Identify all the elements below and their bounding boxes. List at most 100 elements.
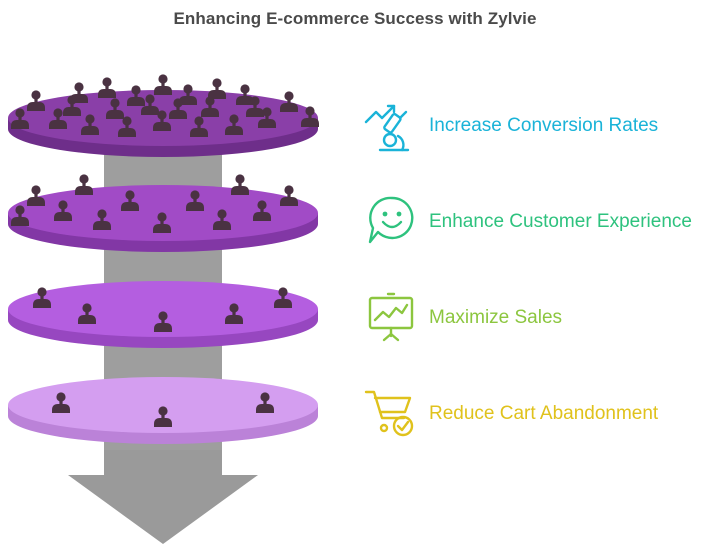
person-body: [49, 120, 67, 129]
person-head: [31, 90, 41, 100]
person-neck: [308, 115, 312, 119]
legend-item-sales: Maximize Sales: [362, 288, 707, 348]
person-icon: [52, 392, 70, 413]
person-head: [217, 209, 227, 219]
person-neck: [128, 199, 132, 203]
person-body: [236, 96, 254, 105]
person-head: [305, 106, 315, 116]
person-head: [212, 78, 222, 88]
person-body: [153, 122, 171, 131]
legend-item-conversion: Increase Conversion Rates: [362, 96, 707, 156]
person-body: [154, 86, 172, 95]
person-head: [284, 91, 294, 101]
person-head: [82, 303, 92, 313]
person-head: [250, 96, 260, 106]
person-icon: [236, 84, 254, 105]
person-icon: [253, 200, 271, 221]
person-neck: [208, 105, 212, 109]
person-neck: [34, 194, 38, 198]
person-icon: [179, 84, 197, 105]
person-neck: [232, 312, 236, 316]
person-neck: [40, 296, 44, 300]
person-body: [63, 107, 81, 116]
person-icon: [78, 303, 96, 324]
person-body: [81, 126, 99, 135]
person-body: [154, 323, 172, 332]
cart-check-icon: [364, 390, 414, 437]
person-body: [280, 103, 298, 112]
person-icon: [63, 95, 81, 116]
person-body: [225, 315, 243, 324]
person-body: [121, 202, 139, 211]
person-icon: [213, 209, 231, 230]
person-head: [278, 287, 288, 297]
person-icon: [258, 107, 276, 128]
person-body: [256, 404, 274, 413]
person-neck: [113, 107, 117, 111]
person-icon: [190, 116, 208, 137]
person-icon: [33, 287, 51, 308]
person-body: [27, 102, 45, 111]
person-icon: [154, 311, 172, 332]
person-head: [240, 84, 250, 94]
person-head: [15, 108, 25, 118]
person-neck: [18, 214, 22, 218]
person-neck: [161, 320, 165, 324]
person-head: [229, 303, 239, 313]
person-neck: [34, 99, 38, 103]
person-head: [74, 82, 84, 92]
legend-label: Increase Conversion Rates: [429, 115, 659, 136]
person-body: [11, 120, 29, 129]
person-head: [122, 116, 132, 126]
person-neck: [160, 119, 164, 123]
person-neck: [263, 401, 267, 405]
person-icon: [81, 114, 99, 135]
person-icon: [231, 174, 249, 195]
person-head: [37, 287, 47, 297]
person-neck: [56, 117, 60, 121]
person-head: [85, 114, 95, 124]
person-icon: [154, 74, 172, 95]
person-icon: [186, 190, 204, 211]
person-body: [208, 90, 226, 99]
person-neck: [70, 104, 74, 108]
person-head: [158, 406, 168, 416]
person-head: [158, 311, 168, 321]
person-icon: [208, 78, 226, 99]
person-head: [79, 174, 89, 184]
person-icon: [154, 406, 172, 427]
person-body: [186, 202, 204, 211]
person-icon: [11, 108, 29, 129]
person-icon: [11, 205, 29, 226]
person-head: [53, 108, 63, 118]
person-neck: [253, 105, 257, 109]
person-neck: [186, 93, 190, 97]
person-icon: [280, 91, 298, 112]
person-icon: [256, 392, 274, 413]
smiley-speech-bubble-icon: [368, 196, 414, 244]
person-head: [262, 107, 272, 117]
person-neck: [287, 194, 291, 198]
person-head: [110, 98, 120, 108]
person-head: [56, 392, 66, 402]
person-head: [190, 190, 200, 200]
person-body: [169, 110, 187, 119]
person-neck: [61, 209, 65, 213]
legend-label: Maximize Sales: [429, 307, 563, 328]
person-head: [183, 84, 193, 94]
person-body: [33, 299, 51, 308]
person-head: [31, 185, 41, 195]
person-body: [141, 106, 159, 115]
person-neck: [265, 116, 269, 120]
chart-presentation-icon: [368, 292, 414, 342]
person-icon: [141, 94, 159, 115]
person-neck: [59, 401, 63, 405]
person-body: [179, 96, 197, 105]
person-neck: [105, 86, 109, 90]
legend-label: Enhance Customer Experience: [429, 211, 692, 232]
person-icon: [27, 90, 45, 111]
funnel-arrow: [68, 448, 258, 544]
person-icon: [153, 110, 171, 131]
person-neck: [134, 94, 138, 98]
person-head: [194, 116, 204, 126]
